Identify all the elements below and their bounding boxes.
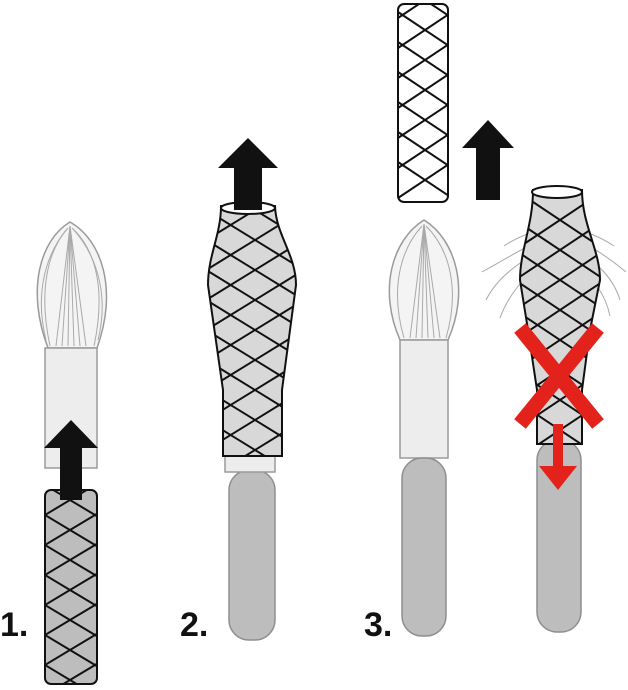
step-3: 3. <box>364 0 626 644</box>
step-label-1: 1. <box>0 606 28 644</box>
brush-head-3 <box>389 220 458 340</box>
handle-3 <box>402 458 446 636</box>
step-1: 1. <box>0 222 120 690</box>
arrow-up-icon <box>218 138 278 210</box>
net-opening-4 <box>532 186 582 198</box>
step-label-2: 2. <box>180 606 208 644</box>
ferrule-3 <box>400 340 448 458</box>
brush-head-1 <box>37 222 106 348</box>
step-2: 2. <box>180 138 320 644</box>
step-label-3: 3. <box>364 606 392 644</box>
handle-2 <box>229 470 275 640</box>
arrow-up-icon <box>462 120 514 200</box>
